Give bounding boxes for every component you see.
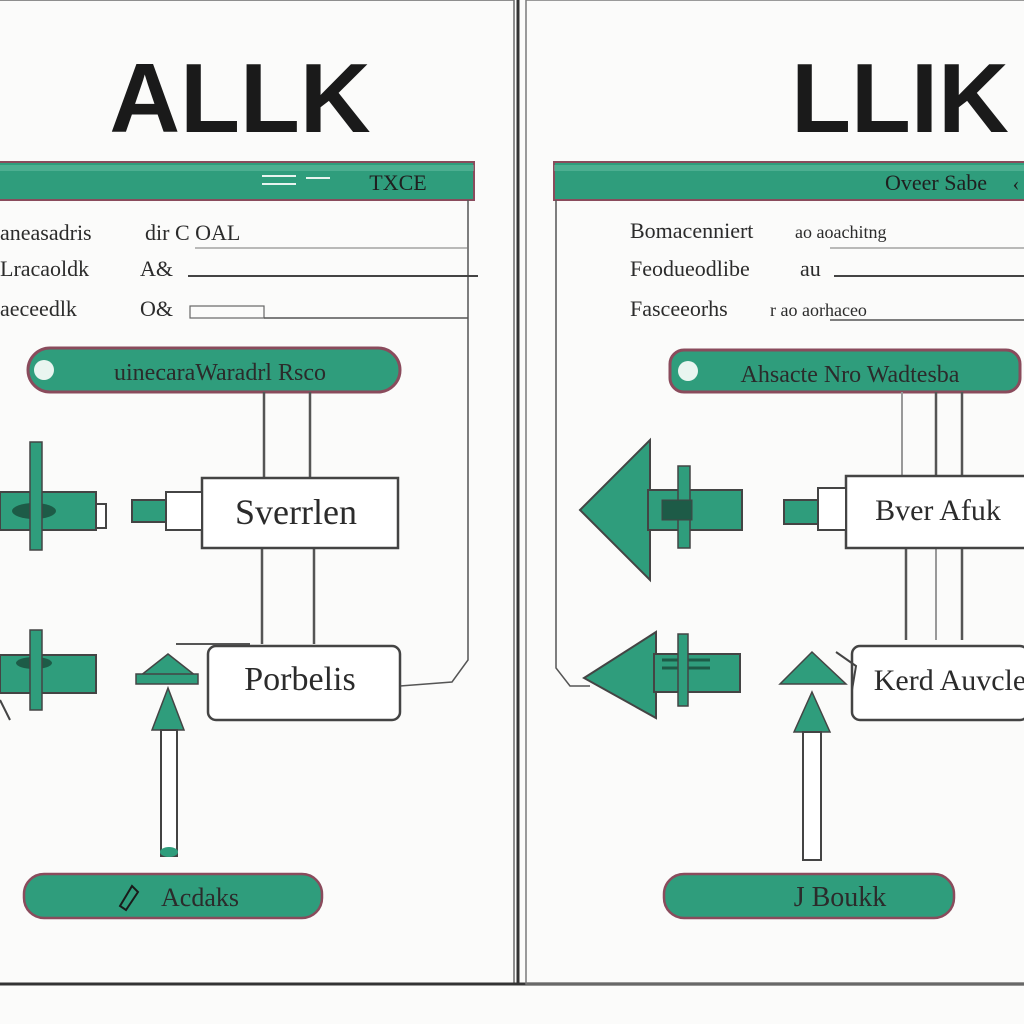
right-plug-icon (783, 487, 847, 531)
right-up-arrow-icon (778, 650, 858, 861)
left-row-2-label: Lracaoldk (0, 256, 89, 281)
right-header-highlight (554, 165, 1024, 171)
right-bottom-button-label: J Boukk (794, 882, 887, 913)
left-panel: ALLK TXCE aneasadris dir C OAL Lracaoldk… (0, 43, 478, 920)
right-row-2-value: au (800, 256, 821, 281)
right-bottom-button[interactable] (662, 872, 956, 920)
left-row-3-label: aeceedlk (0, 296, 77, 321)
right-row-1-value: ao aoachitng (795, 222, 886, 242)
pencil-icon (118, 884, 140, 912)
left-node-2[interactable] (206, 644, 402, 722)
left-title: ALLK (109, 43, 370, 153)
left-pill[interactable] (26, 346, 402, 394)
left-up-arrow-icon (135, 653, 199, 857)
right-node-1-label: Bver Afuk (875, 494, 1001, 527)
right-header-label: Oveer Sabe (885, 170, 987, 195)
left-header-label: TXCE (369, 170, 426, 195)
right-left-arrow-icon-2 (582, 630, 741, 720)
left-row-3-input[interactable] (189, 305, 265, 319)
left-header-highlight (0, 165, 474, 171)
right-panel-frame (525, 0, 1024, 985)
left-plug-icon-1 (0, 441, 107, 551)
right-row-3-label: Fasceeorhs (630, 296, 728, 321)
right-pill-icon (678, 361, 698, 381)
left-row-1-label: aneasadris (0, 220, 92, 245)
left-row-3-value: O& (140, 296, 173, 321)
left-row-2-value: A& (140, 256, 173, 281)
right-node-2-label: Kerd Auvcle (874, 664, 1024, 697)
right-row-2-label: Feodueodlibe (630, 256, 750, 281)
right-node-1[interactable] (844, 474, 1024, 550)
right-panel: LLIK Oveer Sabe ‹ Bomacenniert ao aoachi… (553, 43, 1024, 920)
left-pill-label: uinecaraWaradrl Rsco (114, 360, 326, 386)
right-row-3-value: r ao aorhaceo (770, 300, 867, 320)
right-header-chevron-icon[interactable]: ‹ (1013, 173, 1020, 195)
left-node-2-label: Porbelis (244, 661, 355, 698)
right-row-1-label: Bomacenniert (630, 218, 753, 243)
right-pill[interactable] (668, 348, 1022, 394)
left-bottom-button[interactable] (22, 872, 324, 920)
left-node-1-label: Sverrlen (235, 492, 357, 532)
right-title: LLIK (791, 43, 1009, 153)
left-plug-icon-3 (0, 629, 97, 721)
right-node-2[interactable] (850, 644, 1024, 722)
left-pill-icon (34, 360, 54, 380)
left-bottom-button-label: Acdaks (161, 883, 239, 912)
right-body-outline (555, 200, 590, 687)
right-left-arrow-icon-1 (578, 437, 743, 583)
left-body-outline (399, 200, 469, 687)
left-row-1-value: dir C OAL (145, 220, 240, 245)
right-pill-label: Ahsacte Nro Wadtesba (741, 362, 960, 388)
left-plug-icon-2 (131, 491, 203, 531)
